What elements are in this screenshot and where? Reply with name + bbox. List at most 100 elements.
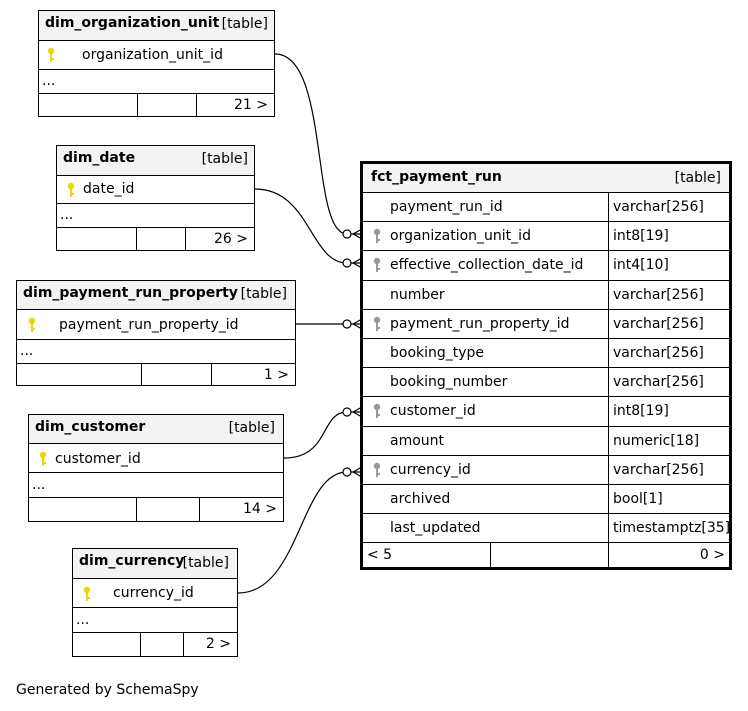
column-row: number varchar[256] — [363, 280, 729, 310]
table-name: dim_customer — [35, 419, 146, 435]
primary-key-icon — [47, 47, 55, 62]
foreign-key-icon — [373, 228, 381, 244]
foreign-key-icon — [373, 404, 381, 419]
column-type: varchar[256] — [613, 199, 704, 215]
link-organization-unit — [274, 53, 362, 235]
column-row: customer_id — [29, 444, 283, 473]
primary-key-icon — [39, 451, 47, 466]
column-row: archived bool[1] — [363, 485, 729, 515]
table-footer: 14 > — [29, 498, 283, 521]
column-row: booking_type varchar[256] — [363, 339, 729, 369]
children-count[interactable]: 0 > — [699, 547, 725, 563]
table-dim-payment-run-property[interactable]: dim_payment_run_property [table] payment… — [16, 280, 296, 386]
table-header: dim_currency [table] — [73, 549, 237, 579]
column-type: bool[1] — [613, 491, 663, 507]
column-type: varchar[256] — [613, 461, 704, 478]
column-type: varchar[256] — [613, 345, 704, 361]
column-type: int8[19] — [613, 228, 669, 245]
table-footer: 2 > — [73, 633, 237, 656]
column-row: date_id — [57, 176, 254, 204]
column-row: customer_id int8[19] — [363, 397, 729, 427]
link-currency — [237, 471, 362, 594]
table-dim-date[interactable]: dim_date [table] date_id ... 26 > — [56, 145, 255, 251]
table-footer: 21 > — [39, 94, 274, 116]
more-columns-row: ... — [29, 473, 283, 498]
table-kind: [table] — [228, 420, 275, 436]
column-row: payment_run_property_id — [17, 310, 295, 340]
column-name: amount — [390, 432, 445, 449]
column-name: currency_id — [113, 585, 194, 601]
column-name: number — [390, 286, 445, 303]
column-name: customer_id — [390, 403, 476, 420]
column-row: payment_run_property_id varchar[256] — [363, 309, 729, 339]
column-type: int4[10] — [613, 257, 669, 274]
table-footer: 26 > — [57, 228, 254, 250]
column-type: numeric[18] — [613, 432, 700, 449]
foreign-key-icon — [373, 258, 381, 273]
column-row: amount numeric[18] — [363, 426, 729, 456]
table-name: dim_payment_run_property — [23, 285, 238, 301]
table-header: dim_date [table] — [57, 146, 254, 176]
children-count[interactable]: 26 > — [214, 231, 248, 247]
column-type: timestamptz[35] — [613, 520, 731, 537]
column-row: booking_number varchar[256] — [363, 368, 729, 398]
more-columns: ... — [76, 612, 90, 628]
children-count[interactable]: 21 > — [234, 97, 268, 113]
foreign-key-icon — [373, 462, 381, 477]
children-count[interactable]: 14 > — [243, 501, 277, 517]
more-columns: ... — [42, 73, 56, 89]
link-customer — [283, 411, 362, 459]
table-header: fct_payment_run [table] — [363, 164, 729, 193]
table-footer: < 5 0 > — [363, 543, 729, 567]
column-type: varchar[256] — [613, 286, 704, 303]
column-row: organization_unit_id int8[19] — [363, 222, 729, 252]
column-row: currency_id varchar[256] — [363, 455, 729, 485]
column-name: booking_number — [390, 374, 508, 391]
foreign-key-icon — [373, 316, 381, 331]
more-columns-row: ... — [17, 340, 295, 364]
primary-key-icon — [67, 182, 75, 197]
column-type: varchar[256] — [613, 315, 704, 332]
column-name: payment_run_property_id — [390, 315, 570, 332]
column-name: customer_id — [55, 451, 141, 467]
table-name: dim_organization_unit — [45, 15, 220, 31]
column-name: last_updated — [390, 520, 481, 537]
table-kind: [table] — [240, 286, 287, 302]
primary-key-icon — [83, 586, 91, 601]
footer-credit: Generated by SchemaSpy — [16, 682, 199, 698]
column-name: currency_id — [390, 461, 471, 478]
table-name: fct_payment_run — [371, 169, 502, 185]
parents-count[interactable]: < 5 — [367, 547, 393, 563]
column-type: int8[19] — [613, 403, 669, 420]
table-dim-customer[interactable]: dim_customer [table] customer_id ... 14 … — [28, 414, 284, 522]
more-columns-row: ... — [73, 608, 237, 633]
more-columns-row: ... — [57, 204, 254, 228]
column-name: organization_unit_id — [390, 228, 531, 245]
children-count[interactable]: 1 > — [263, 367, 289, 383]
table-dim-currency[interactable]: dim_currency [table] currency_id ... 2 > — [72, 548, 238, 657]
column-name: archived — [390, 491, 451, 507]
column-row: organization_unit_id — [39, 41, 274, 70]
column-name: date_id — [83, 181, 135, 197]
column-name: payment_run_property_id — [59, 317, 239, 333]
table-dim-organization-unit[interactable]: dim_organization_unit [table] organizati… — [38, 10, 275, 117]
table-footer: 1 > — [17, 364, 295, 385]
table-kind: [table] — [221, 16, 268, 32]
link-date — [254, 188, 362, 264]
column-row: currency_id — [73, 579, 237, 608]
more-columns-row: ... — [39, 70, 274, 94]
table-name: dim_currency — [79, 553, 185, 569]
column-row: last_updated timestamptz[35] — [363, 514, 731, 544]
column-type: varchar[256] — [613, 374, 704, 391]
more-columns: ... — [60, 207, 74, 223]
table-header: dim_payment_run_property [table] — [17, 281, 295, 310]
column-name: effective_collection_date_id — [390, 257, 584, 274]
table-name: dim_date — [63, 150, 136, 166]
table-header: dim_customer [table] — [29, 415, 283, 444]
column-row: effective_collection_date_id int4[10] — [363, 251, 729, 281]
children-count[interactable]: 2 > — [205, 636, 231, 652]
column-name: organization_unit_id — [82, 47, 223, 63]
column-name: booking_type — [390, 345, 485, 361]
